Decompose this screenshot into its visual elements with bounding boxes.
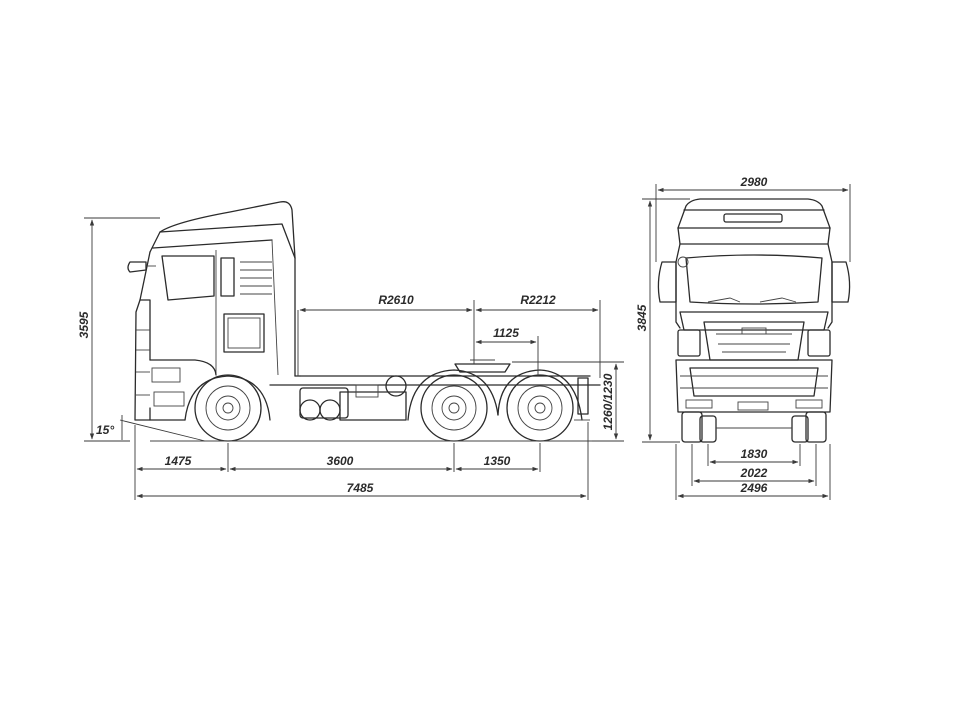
fifth-wheel-height-label: 1260/1230 [601, 373, 615, 430]
side-height-label: 3595 [77, 311, 91, 338]
fifth-wheel-offset-label: 1125 [493, 326, 519, 340]
turn-radius-cab-label: R2610 [378, 293, 414, 307]
wheelbase-label: 3600 [327, 454, 354, 468]
front-height-label: 3845 [635, 304, 649, 331]
overall-length-label: 7485 [347, 481, 374, 495]
front-track-label: 1830 [741, 447, 768, 461]
front-view [657, 198, 851, 443]
turn-radius-rear-label: R2212 [520, 293, 556, 307]
side-view [127, 201, 601, 442]
approach-angle-label: 15° [96, 423, 114, 437]
front-dimensions: 2980 3845 1830 2022 2496 [635, 175, 851, 500]
front-overhang-label: 1475 [165, 454, 192, 468]
rear-track-label: 2022 [740, 466, 768, 480]
body-width-label: 2496 [740, 481, 768, 495]
side-dimensions: 3595 15° R2610 R2212 1125 1260/1230 [77, 217, 624, 500]
tandem-spacing-label: 1350 [484, 454, 511, 468]
overall-width-mirrors-label: 2980 [740, 175, 768, 189]
